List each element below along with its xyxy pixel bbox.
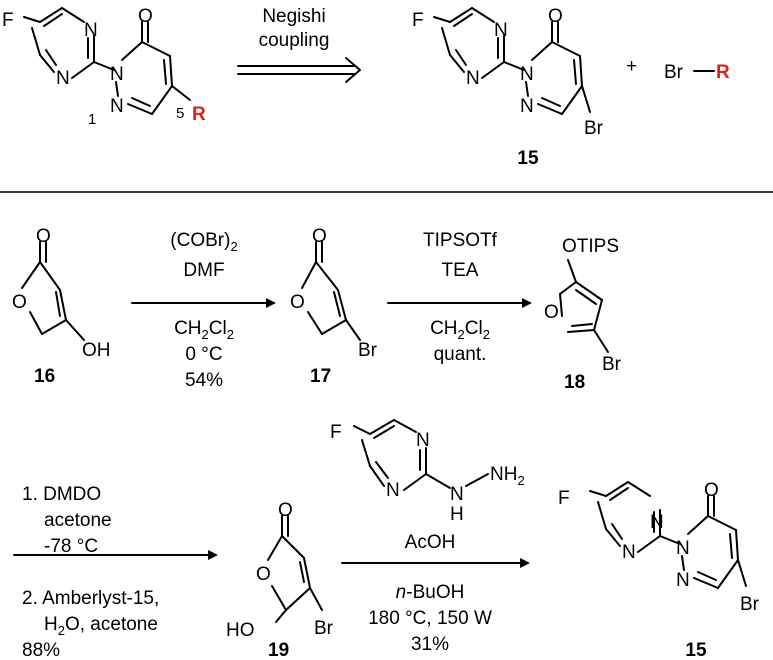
compound-17: O O Br 17 (290, 226, 378, 387)
atom-br: Br (314, 618, 334, 639)
atom-n: N (622, 542, 636, 563)
atom-n: N (56, 68, 70, 89)
reagent-label: TIPSOTf (423, 230, 498, 251)
target-molecule: F N N O N N R 1 5 (2, 6, 206, 128)
condition-label: acetone (44, 510, 112, 531)
atom-o: O (138, 6, 153, 27)
atom-n: N (676, 570, 690, 591)
step2-arrow: TIPSOTf TEA CH2Cl2 quant. (387, 230, 532, 365)
condition-label: H2O, acetone (44, 614, 158, 638)
locant-1: 1 (88, 111, 96, 128)
compound-15-bottom: F N N O N N Br (558, 480, 760, 615)
atom-n: N (110, 96, 124, 117)
atom-br: Br (584, 118, 604, 139)
compound-label-15: 15 (685, 640, 707, 660)
atom-otips: OTIPS (562, 236, 619, 257)
compound-16: O O OH 16 (12, 226, 111, 387)
atom-o: O (36, 226, 51, 247)
arrow-label: Negishi (262, 6, 325, 27)
condition-label: 1. DMDO (22, 484, 101, 505)
atom-h: H (450, 504, 464, 525)
hydrazinopyrimidine: F N N N H NH2 (330, 419, 525, 525)
reagent-label: (COBr)2 (170, 230, 237, 254)
plus-sign: + (626, 56, 637, 77)
atom-o: O (290, 292, 305, 313)
atom-o: O (256, 564, 271, 585)
atom-o: O (548, 6, 563, 27)
atom-oh: OH (82, 340, 111, 361)
r-group-label: R (192, 104, 206, 125)
atom-n: N (494, 20, 508, 41)
atom-f: F (558, 488, 570, 509)
condition-label: 2. Amberlyst-15, (22, 588, 159, 609)
yield-label: 54% (185, 370, 223, 391)
atom-n: N (450, 484, 464, 505)
atom-n: N (84, 20, 98, 41)
step4-arrow: AcOH n-BuOH 180 °C, 150 W 31% (341, 532, 530, 655)
yield-label: quant. (434, 344, 487, 365)
atom-n: N (416, 430, 430, 451)
atom-n: N (676, 538, 690, 559)
retrosynthesis-arrow: Negishi coupling (237, 6, 361, 83)
atom-o: O (704, 480, 719, 501)
compound-15-top: F N N O N N Br (412, 6, 604, 139)
r-group-label: R (716, 62, 730, 83)
locant-5: 5 (176, 105, 184, 122)
compound-18: OTIPS O Br 18 (544, 236, 622, 393)
compound-label-16: 16 (34, 366, 55, 387)
solvent-label: CH2Cl2 (174, 318, 234, 342)
atom-n: N (520, 64, 534, 85)
yield-label: 88% (22, 640, 60, 660)
step3-arrow: 1. DMDO acetone -78 °C 2. Amberlyst-15, … (13, 484, 218, 660)
temperature-label: 0 °C (185, 344, 222, 365)
atom-f: F (412, 10, 424, 31)
compound-label-15: 15 (517, 148, 539, 169)
atom-br: Br (358, 340, 378, 361)
atom-f: F (2, 10, 14, 31)
compound-19: O O HO Br 19 (226, 500, 334, 660)
atom-br: Br (602, 354, 622, 375)
atom-nh2: NH2 (490, 464, 525, 488)
step1-arrow: (COBr)2 DMF CH2Cl2 0 °C 54% (131, 230, 276, 391)
atom-n: N (650, 512, 664, 533)
atom-br: Br (740, 594, 760, 615)
bromide-r: Br R (664, 62, 730, 83)
solvent-label: CH2Cl2 (430, 318, 490, 342)
atom-o: O (278, 500, 293, 521)
atom-br: Br (664, 62, 684, 83)
compound-label-17: 17 (310, 366, 331, 387)
condition-label: 180 °C, 150 W (368, 608, 492, 629)
atom-n: N (520, 96, 534, 117)
atom-n: N (110, 64, 124, 85)
arrow-label: coupling (259, 30, 330, 51)
atom-o: O (544, 302, 559, 323)
atom-o: O (12, 292, 27, 313)
reagent-label: TEA (442, 260, 479, 281)
atom-ho: HO (226, 620, 255, 641)
atom-n: N (386, 480, 400, 501)
yield-label: 31% (411, 634, 449, 655)
atom-f: F (330, 422, 342, 443)
compound-label-19: 19 (268, 640, 289, 660)
solvent-label: n-BuOH (396, 582, 465, 603)
atom-o: O (312, 226, 327, 247)
reagent-label: DMF (183, 260, 224, 281)
condition-label: -78 °C (44, 536, 98, 557)
atom-n: N (466, 68, 480, 89)
reagent-label: AcOH (405, 532, 456, 553)
compound-label-18: 18 (564, 372, 585, 393)
